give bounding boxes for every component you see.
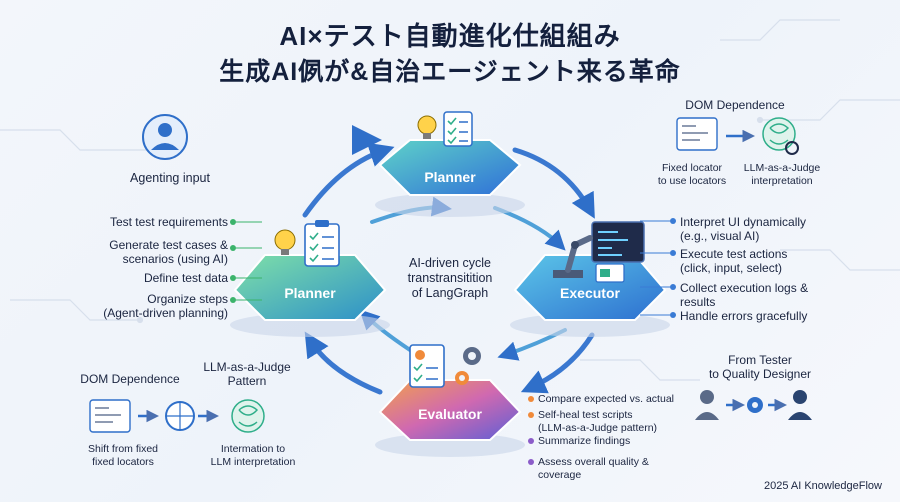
lightbulb-icon (417, 115, 437, 139)
center-cycle-text: AI-driven cycle transtransitition of Lan… (407, 256, 493, 300)
planner-top-label: Planner (424, 169, 476, 185)
page-title: AI×テスト自動進化仕組組み (279, 21, 621, 51)
executor-node (513, 254, 667, 321)
executor-item: Execute test actions (click, input, sele… (680, 247, 788, 275)
dom-bottom-title: DOM Dependence (80, 372, 180, 386)
dom-top-left-caption: Fixed locator to use locators (657, 162, 727, 187)
dom-bottom-graphic (89, 399, 265, 433)
planner-item: Define test data (143, 271, 228, 285)
tester-title: From Tester to Quality Designer (708, 353, 812, 381)
planner-item: Generate test cases & scenarios (using A… (109, 238, 228, 266)
planner-item: Organize steps (Agent-driven planning) (103, 292, 228, 320)
input-label: Agenting input (130, 171, 210, 185)
code-window-icon (591, 221, 645, 263)
footer-credit: 2025 AI KnowledgeFlow (763, 480, 882, 492)
clipboard-checklist-icon (304, 220, 340, 267)
planner-top-node (378, 139, 522, 196)
checklist-icon (443, 111, 473, 147)
lightbulb-icon (274, 229, 296, 255)
page-subtitle: 生成AI㑉が&自治エージェント来る革命 (219, 58, 681, 86)
evaluator-item: Assess overall quality & coverage (538, 456, 649, 481)
evaluator-bullets (528, 396, 534, 465)
browser-window-icon (595, 263, 625, 283)
gear-icon (455, 347, 481, 385)
evaluator-item: Compare expected vs. actual (538, 393, 674, 405)
executor-item: Handle errors gracefully (680, 309, 808, 323)
dom-top-graphic (676, 117, 799, 155)
tester-to-designer-graphic (695, 390, 812, 420)
report-checklist-icon (409, 344, 445, 388)
robot-arm-icon (553, 235, 593, 278)
executor-item: Interpret UI dynamically (e.g., visual A… (680, 215, 807, 243)
dom-top-title: DOM Dependence (685, 98, 785, 112)
dom-bottom-left-caption: Shift from fixed fixed locators (87, 443, 159, 468)
executor-item: Collect execution logs & results (680, 281, 809, 309)
executor-label: Executor (560, 285, 620, 301)
evaluator-item: Self-heal test scripts (LLM-as-a-Judge p… (538, 409, 658, 434)
planner-left-node (233, 254, 387, 321)
evaluator-item: Summarize findings (538, 435, 631, 447)
planner-item: Test test requirements (109, 215, 228, 229)
planner-left-label: Planner (284, 285, 336, 301)
dom-bottom-title2: LLM-as-a-Judge Pattern (203, 360, 291, 388)
user-avatar-icon (142, 114, 188, 160)
planner-bullets (230, 219, 236, 303)
dom-bottom-right-caption: Intermation to LLM interpretation (210, 443, 296, 468)
executor-bullets (670, 218, 676, 318)
dom-top-right-caption: LLM-as-a-Judge interpretation (743, 162, 821, 187)
evaluator-label: Evaluator (418, 406, 482, 422)
circuit-decoration (0, 19, 900, 381)
